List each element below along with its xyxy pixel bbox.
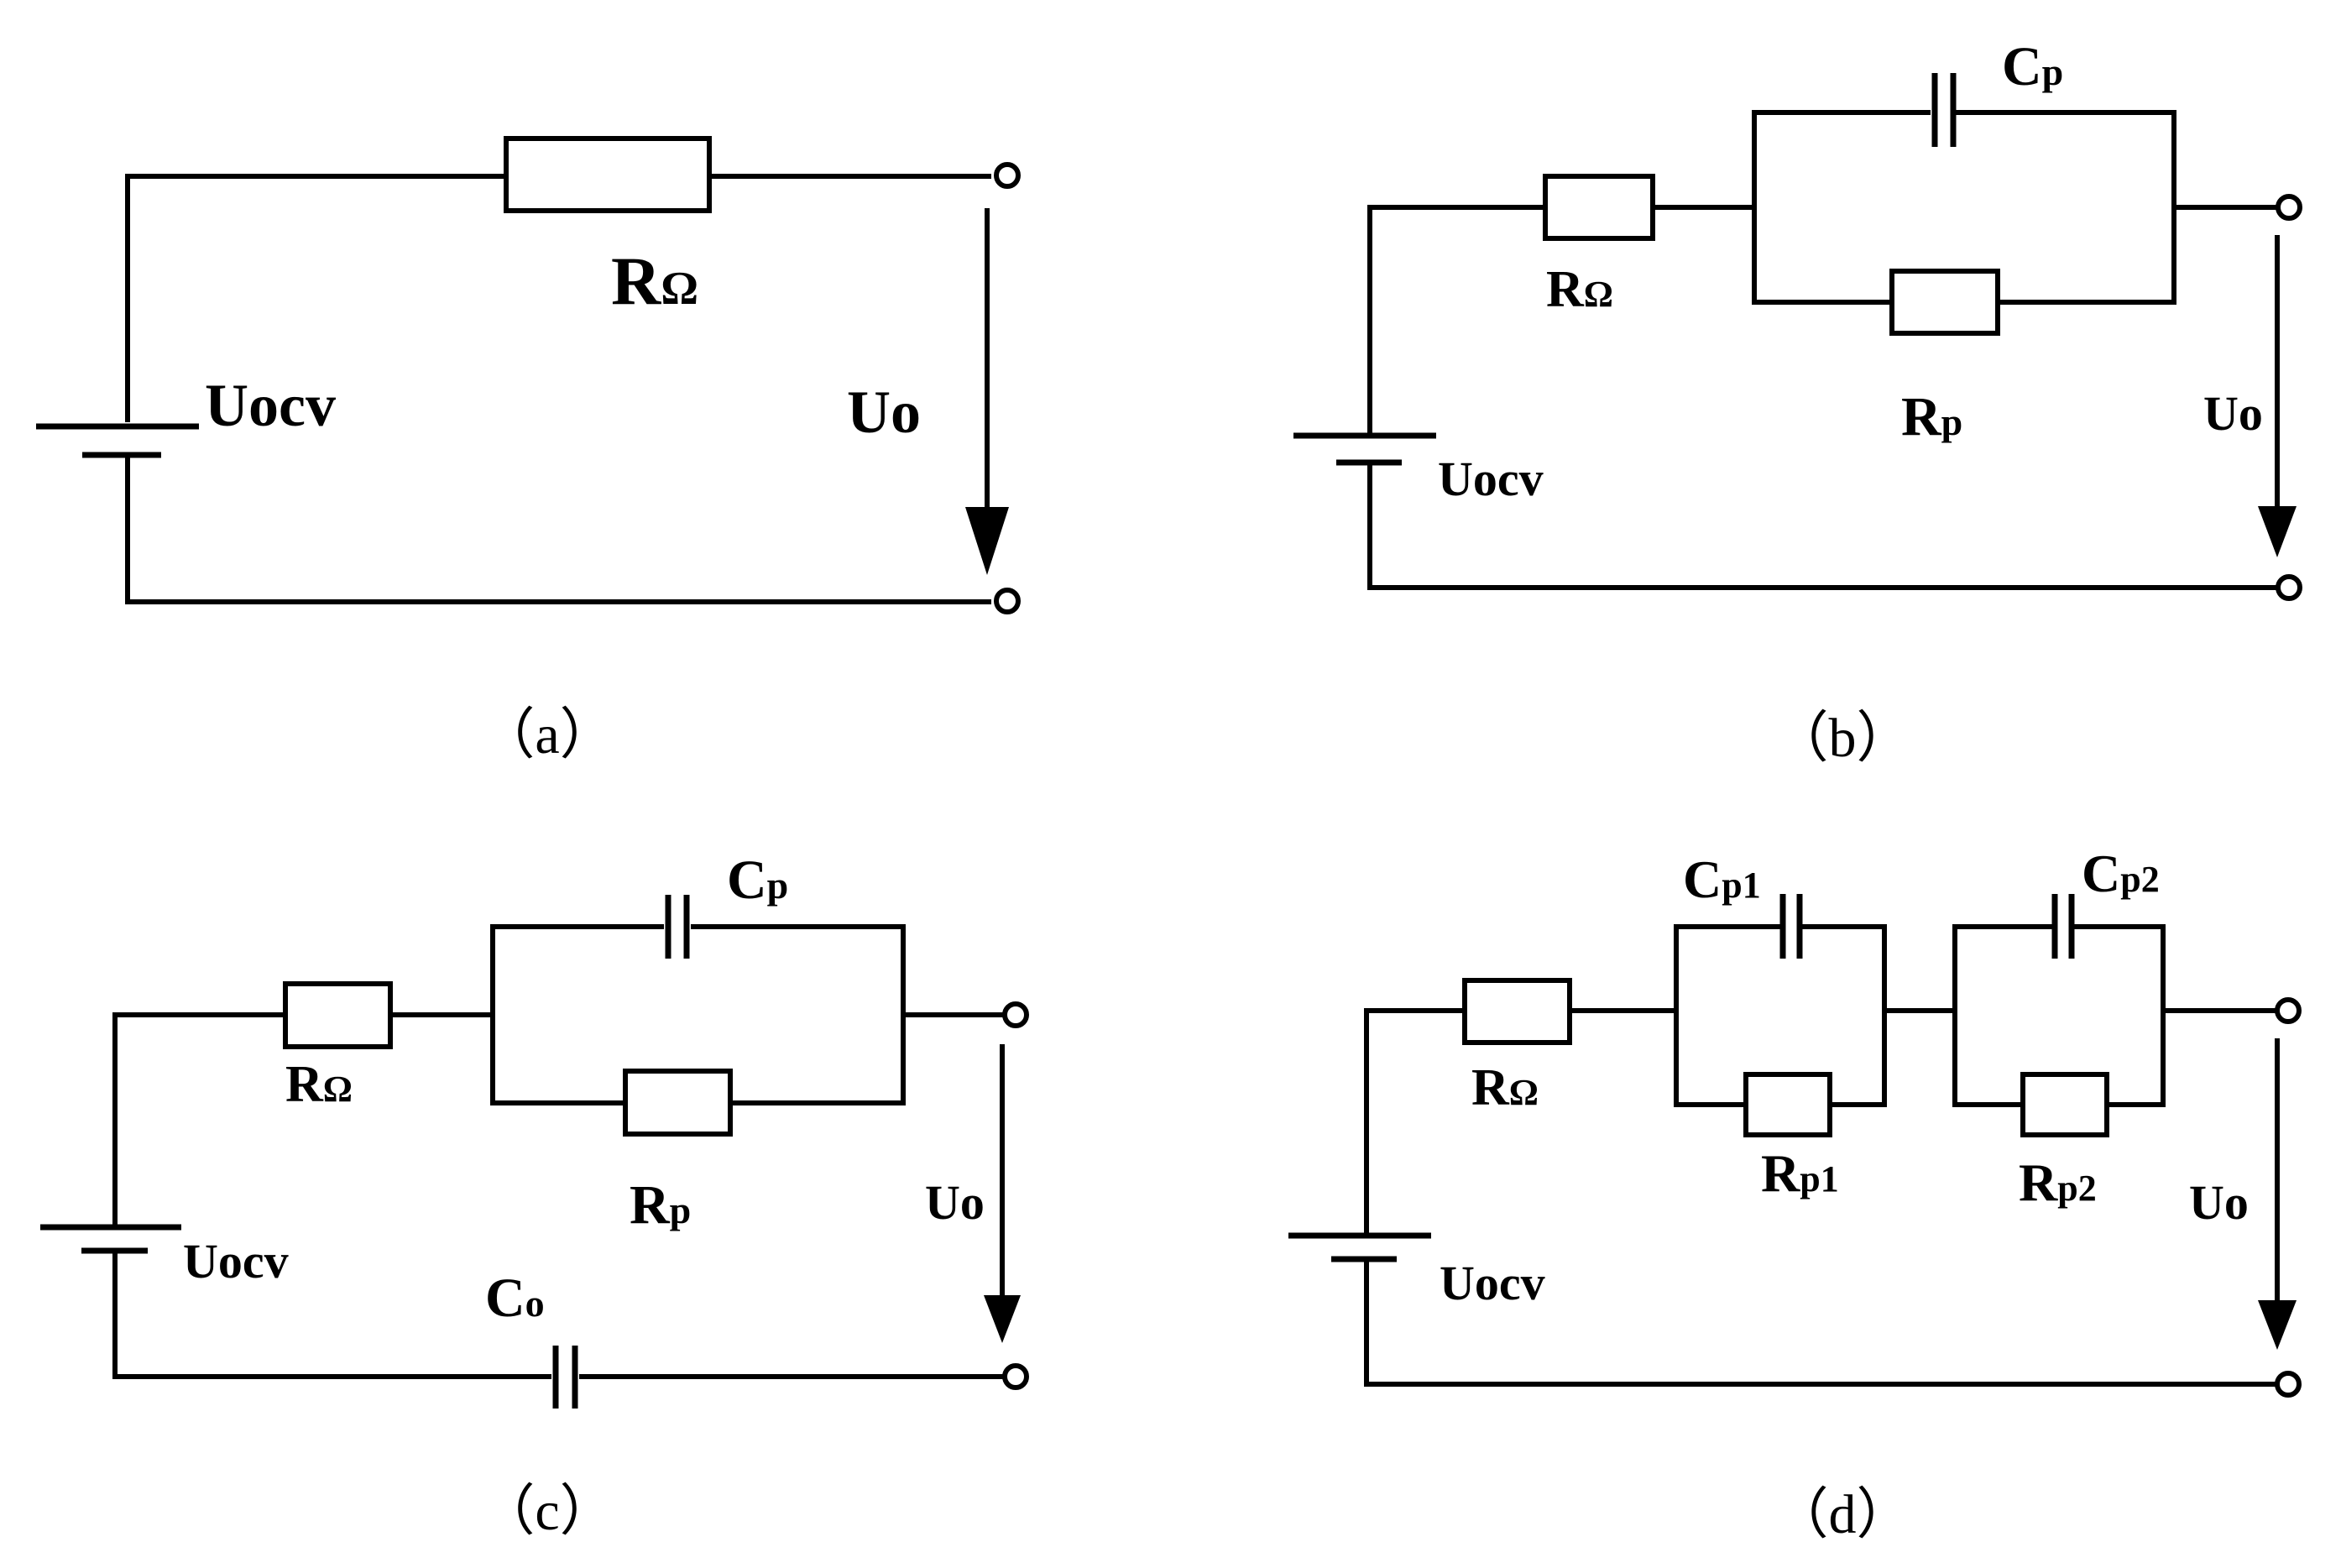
circuit-d-voltage-arrow (2258, 1038, 2297, 1350)
circuit-c-terminal-top (1002, 1001, 1029, 1028)
circuit-c-r-ohm-label: RΩ (285, 1056, 353, 1113)
circuit-c-rp-resistor (623, 1069, 733, 1137)
circuit-a-terminal-bottom (994, 588, 1021, 614)
circuit-d-rp2-resistor (2020, 1072, 2109, 1137)
circuit-b-rp-resistor (1889, 269, 2000, 336)
circuit-d-cp2-capacitor (2051, 894, 2075, 959)
circuit-c: RΩ Cp Rp Co Uocv Uo （c） (40, 849, 1029, 1542)
circuit-a-wires (125, 174, 991, 604)
circuit-b-cp-label: Cp (2002, 36, 2063, 97)
circuit-b-caption: （b） (1774, 708, 1912, 769)
circuit-a-uocv-label: Uocv (205, 372, 336, 439)
circuit-d-rp2-label: Rp2 (2019, 1152, 2097, 1212)
circuit-c-uo-label: Uo (925, 1175, 985, 1230)
circuit-d-uocv-label: Uocv (1440, 1256, 1545, 1310)
circuit-b-battery (1293, 432, 1436, 466)
circuit-d-caption: （d） (1774, 1484, 1912, 1545)
circuit-d-rp1-resistor (1743, 1072, 1832, 1137)
circuit-a: RΩ Uocv Uo （a） (36, 136, 1021, 766)
circuit-b-wires (1367, 110, 2277, 590)
circuit-a-voltage-arrow (965, 208, 1009, 575)
circuit-d-r-ohm-label: RΩ (1471, 1059, 1539, 1116)
circuit-b-cp-capacitor (1931, 73, 1957, 147)
circuit-c-caption: （c） (479, 1481, 614, 1542)
circuit-b-terminal-bottom (2276, 574, 2302, 601)
circuit-d-cp2-label: Cp2 (2082, 844, 2160, 903)
circuit-b-r-ohm-resistor (1543, 174, 1655, 241)
circuit-c-wires (112, 924, 1005, 1379)
circuit-d-terminal-bottom (2275, 1371, 2302, 1398)
circuit-b-uo-label: Uo (2203, 386, 2263, 441)
circuit-a-terminal-top (994, 162, 1021, 189)
circuit-c-co-capacitor (552, 1346, 578, 1409)
circuit-c-r-ohm-resistor (283, 981, 393, 1049)
circuit-b-uocv-label: Uocv (1438, 452, 1544, 506)
circuit-c-rp-label: Rp (630, 1174, 691, 1236)
circuit-b: RΩ Cp Rp Uocv Uo （b） (1293, 36, 2302, 769)
circuit-c-uocv-label: Uocv (183, 1234, 289, 1288)
circuit-c-voltage-arrow (984, 1044, 1021, 1343)
circuit-d-wires (1364, 924, 2277, 1387)
circuit-d-cp1-label: Cp1 (1683, 849, 1761, 909)
circuit-d-rp1-label: Rp1 (1761, 1143, 1839, 1203)
circuit-d: RΩ Cp1 Rp1 Cp2 Rp2 Uocv Uo （d） (1288, 844, 2302, 1545)
circuit-c-cp-label: Cp (727, 849, 788, 911)
circuit-b-terminal-top (2276, 194, 2302, 221)
circuit-a-r-ohm-resistor (504, 136, 712, 213)
circuit-c-terminal-bottom (1002, 1363, 1029, 1390)
circuit-b-voltage-arrow (2258, 235, 2297, 557)
circuit-b-r-ohm-label: RΩ (1546, 261, 1613, 318)
circuit-a-uo-label: Uo (847, 379, 921, 446)
circuit-d-terminal-top (2275, 997, 2302, 1024)
circuit-d-uo-label: Uo (2189, 1175, 2249, 1230)
circuit-a-caption: （a） (479, 704, 614, 766)
circuit-c-cp-capacitor (665, 895, 690, 959)
circuit-d-battery (1288, 1232, 1431, 1262)
circuit-c-battery (40, 1224, 181, 1254)
circuit-c-co-label: Co (485, 1267, 545, 1329)
circuit-a-battery (36, 423, 199, 458)
circuit-d-cp1-capacitor (1779, 894, 1803, 959)
circuit-b-rp-label: Rp (1901, 386, 1962, 447)
circuit-d-r-ohm-resistor (1462, 978, 1572, 1045)
circuit-a-r-ohm-label: RΩ (611, 243, 698, 319)
